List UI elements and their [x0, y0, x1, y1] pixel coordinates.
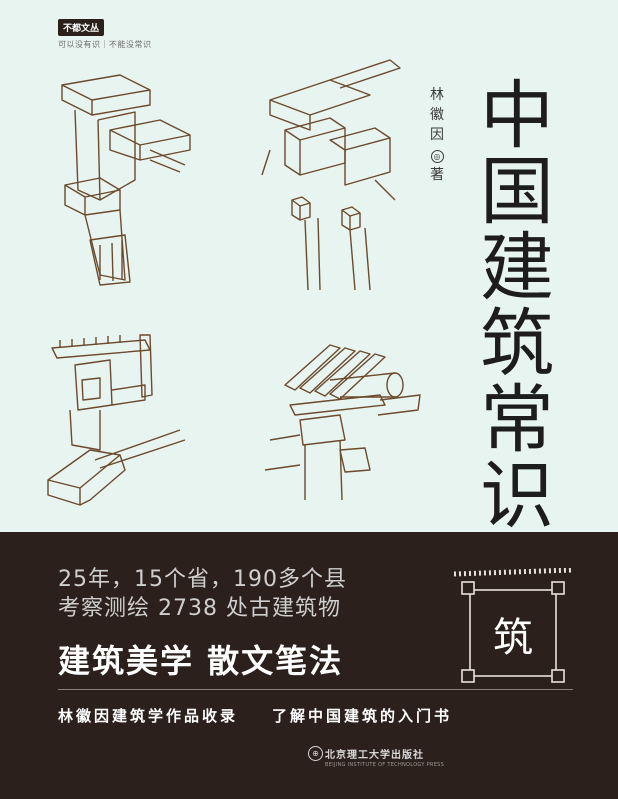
stats-block: 25年，15个省，190多个县 考察测绘 2738 处古建筑物 [58, 565, 347, 623]
bracket-illustrations [47, 59, 421, 506]
publisher: 北京理工大学出版社 BEIJING INSTITUTE OF TECHNOLOG… [325, 746, 444, 768]
author-name: 林 徽 因 ◎ 著 [426, 85, 448, 185]
bracket-drawing-bottom-left [47, 334, 186, 506]
tagline-right: 了解中国建筑的入门书 [272, 707, 453, 725]
author-mark-icon: ◎ [430, 150, 444, 163]
tagline-left: 林徽因建筑学作品收录 [58, 707, 239, 725]
title-char: 识 [480, 453, 554, 539]
stamp-char: 筑 [493, 615, 533, 661]
author-char: 徽 [430, 107, 444, 123]
dougong-drawing-top-right [261, 59, 401, 291]
stats-line-1: 25年，15个省，190多个县 [58, 567, 347, 592]
brand-tagline: 可以没有识｜不能没常识 [58, 40, 152, 49]
title-char: 国 [480, 149, 554, 235]
bracket-drawing-bottom-right [264, 344, 421, 501]
title-char: 建 [480, 225, 554, 311]
divider [58, 689, 573, 690]
brand-block: 不都文丛 可以没有识｜不能没常识 [58, 16, 152, 50]
author-char: 因 [430, 127, 444, 143]
dougong-drawing-top-left [61, 74, 191, 286]
cover-top-panel [0, 0, 618, 532]
stats-line-2: 考察测绘 2738 处古建筑物 [58, 596, 341, 621]
title-char: 中 [480, 73, 554, 159]
author-role: 著 [430, 167, 444, 183]
author-char: 林 [430, 87, 444, 103]
slogan: 建筑美学 散文笔法 [58, 642, 344, 680]
title-char: 常 [480, 377, 554, 463]
publisher-name-en: BEIJING INSTITUTE OF TECHNOLOGY PRESS [325, 762, 445, 768]
publisher-logo-icon: ⊕ [308, 746, 323, 761]
publisher-name: 北京理工大学出版社 [325, 750, 424, 761]
title-char: 筑 [480, 301, 554, 387]
tagline-row: 林徽因建筑学作品收录 了解中国建筑的入门书 [58, 705, 452, 726]
stamp-frame [454, 568, 572, 683]
book-title: 中 国 建 筑 常 识 [472, 78, 562, 534]
brand-badge: 不都文丛 [58, 19, 105, 36]
